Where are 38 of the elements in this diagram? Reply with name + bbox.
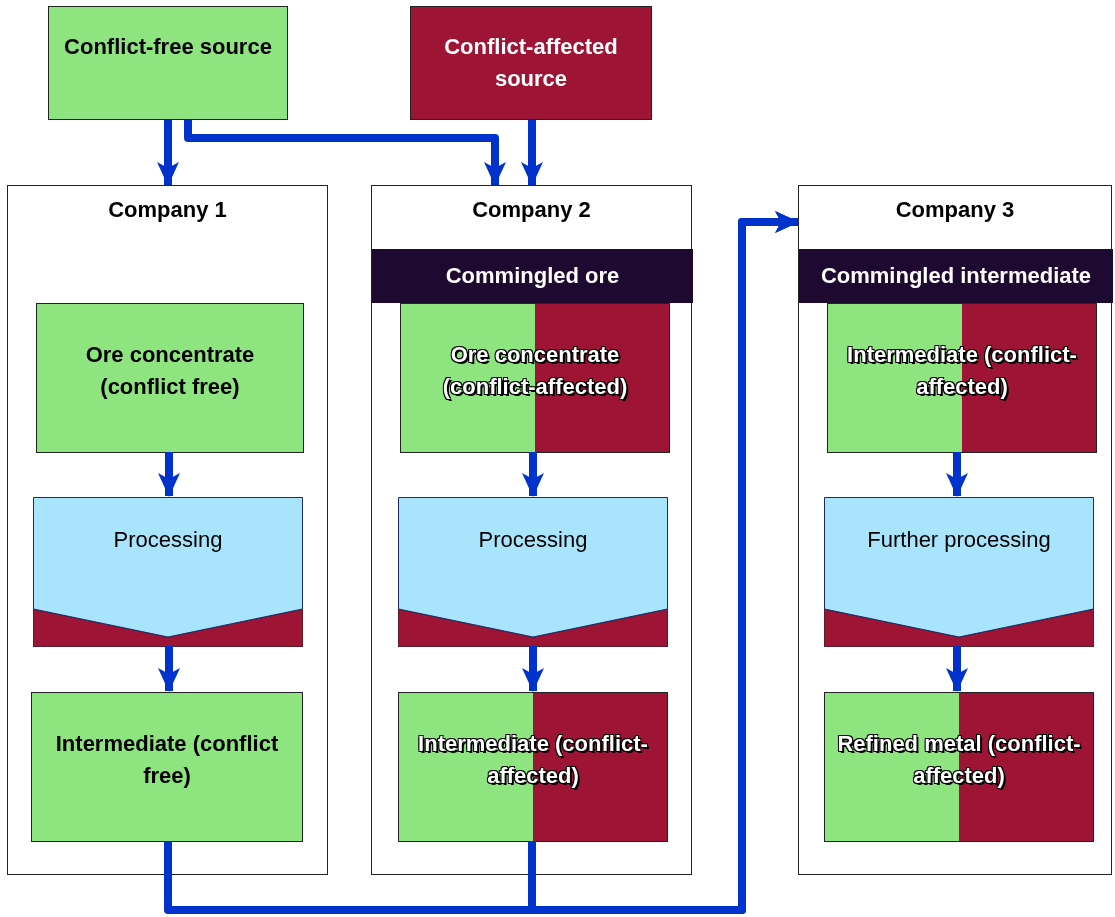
banner — [372, 249, 693, 303]
material-box — [36, 303, 304, 453]
node-label: Intermediate (conflict free) — [54, 730, 280, 790]
arrow — [158, 646, 180, 692]
node-label: Processing — [112, 526, 224, 554]
company-panel — [798, 185, 1112, 875]
arrow — [946, 646, 968, 692]
company-heading: Company 1 — [107, 196, 228, 224]
arrow — [521, 120, 543, 186]
company-heading: Company 3 — [894, 196, 1016, 224]
arrow — [157, 120, 179, 186]
node-label: Commingled ore — [444, 262, 621, 290]
company-panel — [7, 185, 328, 875]
material-box — [827, 303, 1097, 453]
node-label: Commingled intermediate — [819, 262, 1093, 290]
process-shape — [398, 497, 668, 647]
node-label: Conflict-affected source — [443, 33, 619, 93]
node-label: Further processing — [866, 526, 1052, 554]
process-shape — [824, 497, 1094, 647]
node-label: Conflict-free source — [63, 33, 273, 61]
material-box — [398, 692, 668, 842]
arrow — [522, 452, 544, 497]
material-box — [400, 303, 670, 453]
arrow — [528, 211, 799, 914]
arrow — [946, 452, 968, 497]
source-box — [48, 6, 288, 120]
arrow — [184, 120, 506, 186]
material-box — [31, 692, 303, 842]
material-box — [824, 692, 1094, 842]
arrow — [158, 452, 180, 497]
company-panel — [371, 185, 692, 875]
process-shape — [33, 497, 303, 647]
arrow — [522, 646, 544, 692]
source-box — [410, 6, 652, 120]
node-label: Processing — [477, 526, 589, 554]
node-label: Ore concentrate (conflict free) — [84, 341, 256, 401]
banner — [799, 249, 1113, 303]
company-heading: Company 2 — [471, 196, 592, 224]
